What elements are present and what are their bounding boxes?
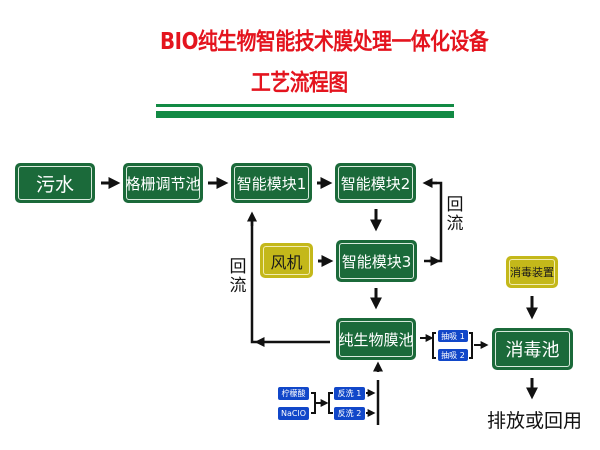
reflux-module3-to-module2 <box>424 181 443 263</box>
node-sewage[interactable]: 污水 <box>15 163 95 203</box>
node-module3[interactable]: 智能模块3 <box>336 240 417 282</box>
node-screen-tank[interactable]: 格栅调节池 <box>123 163 203 203</box>
aux-suction-2[interactable]: 抽吸 2 <box>438 349 468 361</box>
aux-citric-acid[interactable]: 柠檬酸 <box>278 387 309 400</box>
bracket-chemicals <box>311 392 316 414</box>
reflux-biofilm-to-module1 <box>250 220 330 344</box>
diagram-title: BIO纯生物智能技术膜处理一体化设备 <box>160 29 489 55</box>
aux-backwash-1[interactable]: 反洗 1 <box>334 387 365 400</box>
node-module1[interactable]: 智能模块1 <box>231 163 312 203</box>
aux-suction-1[interactable]: 抽吸 1 <box>438 330 468 342</box>
node-biofilm-tank[interactable]: 纯生物膜池 <box>336 318 416 360</box>
label-reflux-left: 回流 <box>229 257 247 296</box>
divider-thick <box>156 111 454 118</box>
aux-backwash-2[interactable]: 反洗 2 <box>334 407 365 420</box>
bracket-suction-right <box>469 332 473 359</box>
node-disinfect-tank[interactable]: 消毒池 <box>492 328 573 370</box>
divider-thin <box>156 104 454 107</box>
bracket-suction-left <box>432 332 436 359</box>
node-module2[interactable]: 智能模块2 <box>335 163 416 203</box>
node-discharge: 排放或回用 <box>487 410 583 432</box>
node-disinfect-device[interactable]: 消毒装置 <box>506 256 558 288</box>
node-blower[interactable]: 风机 <box>260 243 313 278</box>
label-reflux-right: 回流 <box>446 195 464 234</box>
aux-naclo[interactable]: NaClO <box>278 407 309 420</box>
bracket-backwash <box>328 392 333 414</box>
diagram-subtitle: 工艺流程图 <box>251 70 348 96</box>
